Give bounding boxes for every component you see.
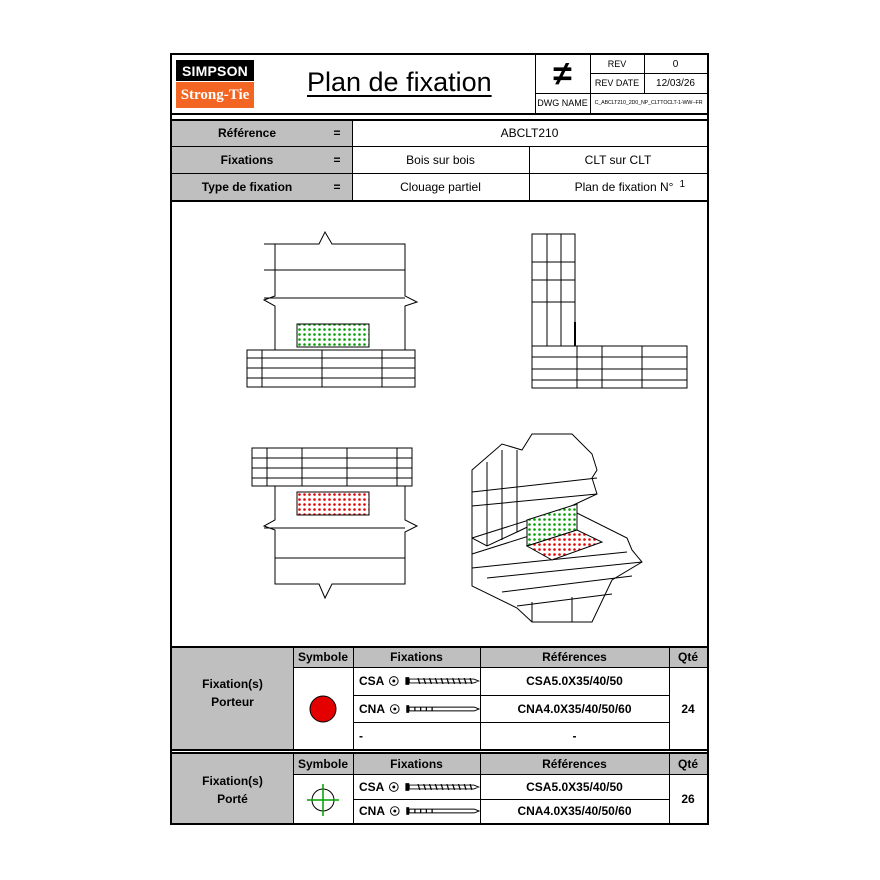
porteur-reference-empty: - [572, 729, 577, 743]
top-view-drawing [251, 447, 419, 600]
porteur-group-label-2: Porteur [211, 695, 254, 709]
porte-reference-cna: CNA4.0X35/40/50/60 [517, 804, 632, 818]
references-header: Références [542, 650, 607, 664]
dwg-name-label: DWG NAME [537, 98, 588, 108]
fixation-plan-sheet: SIMPSON Strong-Tie Plan de fixation ≠ RE… [170, 53, 709, 825]
references-header: Références [542, 757, 607, 771]
rev-date-label: REV DATE [594, 78, 640, 88]
not-equal-symbol-icon: ≠ [553, 54, 572, 93]
screw-csa-icon [389, 676, 480, 686]
qte-header: Qté [677, 757, 698, 771]
porteur-symbol-red-circle-icon [309, 695, 337, 723]
porteur-row-empty: - [359, 729, 363, 743]
nail-cna-icon [390, 806, 480, 816]
fixation-drawings [246, 230, 688, 623]
porte-row-csa: CSA [353, 774, 480, 799]
side-view-drawing [531, 233, 688, 389]
green-bracket-front [296, 323, 370, 348]
porte-row-cna: CNA [353, 799, 480, 823]
front-view-drawing [246, 230, 419, 388]
logo-simpson: SIMPSON [176, 60, 254, 81]
porte-qty: 26 [681, 791, 695, 806]
equals-sign: = [333, 153, 341, 167]
plan-number-label: Plan de fixation N° 1 [574, 178, 685, 195]
porteur-reference-cna: CNA4.0X35/40/50/60 [517, 701, 632, 716]
fixations-header: Fixations [390, 757, 443, 771]
page-title: Plan de fixation [307, 67, 492, 97]
fixation-type: CNA [359, 804, 385, 818]
porte-group-label-2: Porté [217, 792, 248, 806]
reference-label: Référence [217, 126, 277, 140]
equals-sign: = [333, 126, 341, 140]
porte-group-label-1: Fixation(s) [202, 774, 263, 788]
fixations-value-material: Bois sur bois [406, 153, 475, 167]
symbole-header: Symbole [297, 650, 348, 664]
reference-value: ABCLT210 [500, 126, 559, 140]
fixations-label: Fixations [220, 153, 274, 167]
porte-reference-csa: CSA5.0X35/40/50 [526, 779, 623, 794]
fixation-type: CSA [359, 674, 385, 688]
equals-sign: = [333, 180, 341, 194]
dwg-name-value: C_ABCLT210_2D0_NP_CLTTOCLT-1-WW--FR [594, 100, 703, 106]
isometric-view-drawing [471, 433, 643, 623]
porteur-row-csa: CSA [353, 667, 480, 695]
logo-strong-tie: Strong-Tie [176, 82, 254, 108]
fixations-value-clt: CLT sur CLT [584, 153, 652, 167]
type-label: Type de fixation [201, 180, 293, 194]
qte-header: Qté [677, 650, 698, 664]
red-bracket-top [296, 491, 370, 516]
fixations-header: Fixations [390, 650, 443, 664]
plan-number: 1 [679, 178, 685, 190]
porteur-row-cna: CNA [353, 695, 480, 722]
red-bracket-iso [525, 529, 604, 561]
fixation-type: CNA [359, 701, 385, 716]
rev-date-value: 12/03/26 [656, 77, 695, 89]
porteur-reference-csa: CSA5.0X35/40/50 [526, 674, 623, 688]
type-value-nailing: Clouage partiel [400, 180, 481, 194]
nail-cna-icon [390, 703, 480, 714]
rev-value: 0 [672, 58, 679, 70]
porte-symbol-green-crosshair-icon [307, 784, 339, 816]
porteur-qty: 24 [681, 701, 695, 716]
symbole-header: Symbole [297, 757, 348, 771]
screw-csa-icon [389, 781, 480, 792]
porteur-group-label-1: Fixation(s) [202, 677, 263, 691]
rev-label: REV [607, 59, 627, 69]
fixation-type: CSA [359, 779, 385, 794]
